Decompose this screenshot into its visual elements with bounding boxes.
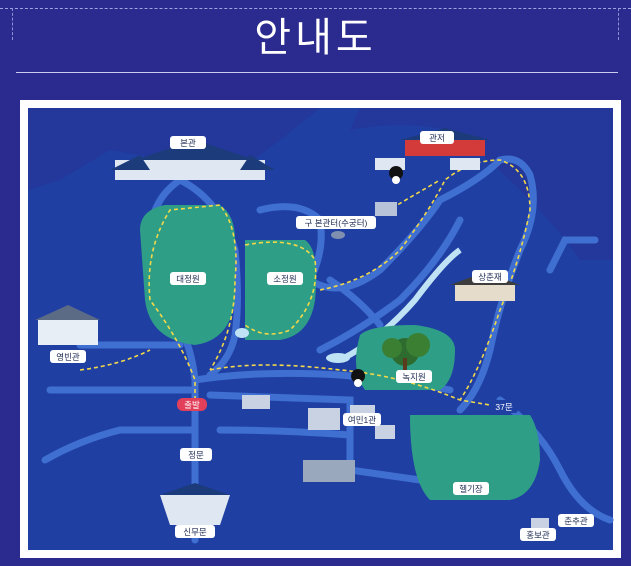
label-yeongbingwan[interactable]: 영빈관 bbox=[56, 352, 80, 362]
label-bg bbox=[520, 528, 556, 541]
label-bg bbox=[267, 272, 303, 285]
label-official-residence[interactable]: 관저 bbox=[429, 133, 445, 143]
decorative-stitch-left bbox=[12, 8, 14, 40]
title-divider bbox=[16, 72, 618, 73]
restroom-icon bbox=[389, 166, 404, 193]
sojeongwon-garden bbox=[245, 240, 317, 340]
label-bg bbox=[558, 514, 594, 527]
label-main-hall[interactable]: 본관 bbox=[180, 138, 196, 148]
label-bg bbox=[296, 216, 376, 229]
label-gate-37[interactable]: 37문 bbox=[495, 402, 512, 412]
label-daejeongwon[interactable]: 대정원 bbox=[176, 274, 199, 284]
terrain-area bbox=[350, 108, 613, 260]
map-frame: 출발 본관 관저 구 본관터(수궁터) 대정원 소정원 상춘재 영빈관 녹지원 … bbox=[20, 100, 621, 558]
label-old-main-site[interactable]: 구 본관터(수궁터) bbox=[305, 218, 368, 228]
tour-path bbox=[79, 159, 531, 406]
start-marker[interactable] bbox=[177, 398, 207, 411]
label-bg bbox=[453, 482, 489, 495]
yeongbingwan-building[interactable] bbox=[35, 305, 100, 345]
label-bg bbox=[180, 448, 212, 461]
label-bg bbox=[396, 370, 432, 383]
site-map[interactable]: 출발 본관 관저 구 본관터(수궁터) 대정원 소정원 상춘재 영빈관 녹지원 … bbox=[20, 100, 621, 558]
label-bg bbox=[343, 413, 381, 426]
label-sinmumun[interactable]: 신무문 bbox=[183, 527, 207, 537]
restroom-icon bbox=[351, 369, 366, 396]
label-bg bbox=[50, 350, 86, 363]
decorative-stitch-border bbox=[0, 0, 631, 9]
label-yeomin-1[interactable]: 여민1관 bbox=[348, 415, 376, 425]
main-hall-building[interactable] bbox=[110, 140, 275, 180]
nokjiwon-tree bbox=[382, 333, 430, 370]
label-nokjiwon[interactable]: 녹지원 bbox=[402, 372, 425, 382]
label-sangchunjae[interactable]: 상춘재 bbox=[478, 272, 501, 282]
label-heli-pad[interactable]: 헬기장 bbox=[459, 484, 483, 494]
sinmumun-gate[interactable] bbox=[160, 483, 230, 525]
label-bg bbox=[490, 400, 518, 413]
map-labels: 본관 관저 구 본관터(수궁터) 대정원 소정원 상춘재 영빈관 녹지원 37문… bbox=[50, 131, 594, 541]
label-bg bbox=[472, 270, 508, 283]
pond bbox=[326, 353, 350, 363]
label-bg bbox=[420, 131, 454, 144]
decorative-stitch-right bbox=[618, 8, 620, 40]
page-title: 안내도 bbox=[254, 15, 377, 61]
label-hongbogwan[interactable]: 홍보관 bbox=[526, 530, 550, 540]
label-sojeongwon[interactable]: 소정원 bbox=[273, 274, 296, 284]
small-pond bbox=[235, 328, 249, 338]
label-bg bbox=[175, 525, 215, 538]
helipad-area bbox=[410, 415, 540, 500]
label-main-gate[interactable]: 정문 bbox=[188, 450, 204, 460]
label-chunchugwan[interactable]: 춘추관 bbox=[564, 516, 588, 526]
label-bg bbox=[170, 272, 206, 285]
old-main-site-marker bbox=[331, 202, 397, 239]
start-label: 출발 bbox=[184, 400, 200, 410]
label-bg bbox=[170, 136, 206, 149]
